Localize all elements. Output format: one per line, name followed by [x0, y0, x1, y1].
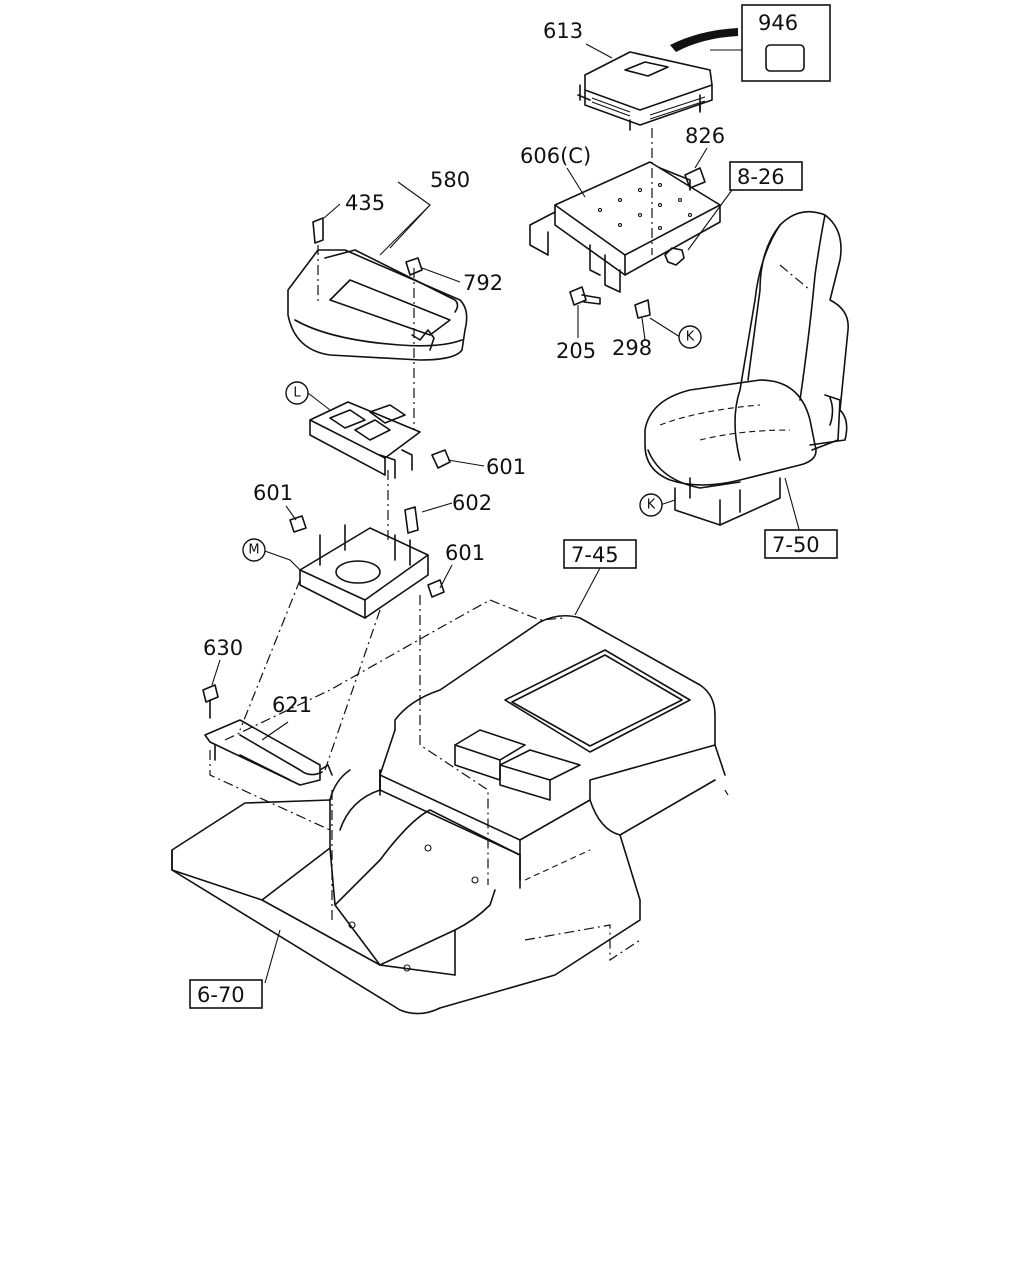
ref-6-70-label: 6-70	[197, 983, 245, 1007]
ref-8-26-label: 8-26	[737, 165, 785, 189]
ref-box-7-50: 7-50	[764, 529, 838, 559]
floor-panel-drawing	[171, 769, 641, 1015]
ref-box-6-70: 6-70	[189, 979, 263, 1009]
label-580: 580	[430, 168, 470, 192]
label-826: 826	[685, 124, 725, 148]
callout-l-letter: L	[293, 386, 301, 401]
center-console-drawing	[224, 599, 726, 962]
label-435: 435	[345, 191, 385, 215]
callout-m: M	[242, 538, 266, 562]
clip-298-drawing	[634, 299, 651, 319]
label-601-left: 601	[253, 481, 293, 505]
ref-7-45-label: 7-45	[571, 543, 619, 567]
bracket-606-drawing	[529, 161, 721, 293]
label-298: 298	[612, 336, 652, 360]
label-946: 946	[758, 11, 798, 35]
label-602: 602	[452, 491, 492, 515]
part-number-labels: 613 826 606(C) 435 580 792 205 298 601 6…	[203, 19, 725, 717]
label-630: 630	[203, 636, 243, 660]
label-606c: 606(C)	[520, 144, 591, 168]
label-601-lower: 601	[445, 541, 485, 565]
callout-l: L	[285, 381, 309, 405]
label-792: 792	[463, 271, 503, 295]
bolt-630-drawing	[202, 684, 219, 719]
bracket-l-drawing	[309, 401, 451, 479]
label-205: 205	[556, 339, 596, 363]
label-621: 621	[272, 693, 312, 717]
bracket-621-drawing	[204, 719, 333, 786]
callout-k-lower: K	[639, 493, 663, 517]
callout-k-upper-letter: K	[686, 330, 695, 345]
bracket-m-drawing	[289, 506, 445, 619]
ref-7-50-label: 7-50	[772, 533, 820, 557]
leader-lines	[211, 43, 801, 984]
label-613: 613	[543, 19, 583, 43]
seat-drawing	[644, 210, 849, 526]
callout-k-upper: K	[678, 325, 702, 349]
ref-box-7-45: 7-45	[563, 539, 637, 569]
callout-k-lower-letter: K	[647, 498, 656, 513]
cover-580-drawing	[287, 217, 468, 361]
bolt-205-drawing	[569, 286, 601, 306]
ref-box-946: 946	[741, 4, 831, 82]
ecu-module-drawing	[577, 28, 738, 131]
assembly-guide-lines	[209, 128, 811, 920]
label-601-right: 601	[486, 455, 526, 479]
ref-box-8-26: 8-26	[729, 161, 803, 191]
callout-m-letter: M	[248, 543, 259, 558]
